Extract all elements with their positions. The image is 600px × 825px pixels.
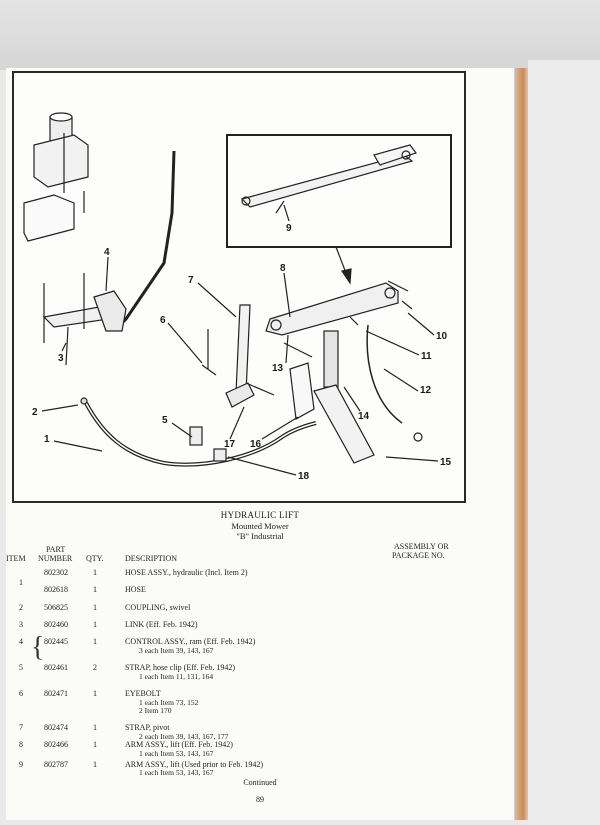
description: CONTROL ASSY., ram (Eff. Feb. 1942): [125, 637, 256, 646]
item-number: 9: [19, 760, 23, 769]
qty: 1: [93, 723, 97, 732]
page-edge: [512, 68, 528, 820]
callout-17: 17: [224, 439, 236, 450]
description: LINK (Eff. Feb. 1942): [125, 620, 198, 629]
header-part-2: NUMBER: [38, 554, 73, 563]
qty: 1: [93, 740, 97, 749]
sub-description: 1 each Item 53, 143, 167: [139, 768, 214, 777]
qty: 1: [93, 585, 97, 594]
callout-16: 16: [250, 439, 262, 450]
qty: 1: [93, 568, 97, 577]
callout-11: 11: [421, 351, 432, 362]
header-assembly-1: ASSEMBLY OR: [394, 542, 449, 551]
manual-page: 1 2 3 4 5 6 7 8 9 10 11 12 13 14 15 16 1…: [6, 68, 514, 820]
sub-description: 1 each Item 73, 152: [139, 698, 199, 707]
callout-18: 18: [298, 471, 310, 482]
item-number: 2: [19, 603, 23, 612]
qty: 1: [93, 689, 97, 698]
callout-12: 12: [420, 385, 432, 396]
part-number: 506825: [44, 603, 68, 612]
parts-diagram: 1 2 3 4 5 6 7 8 9 10 11 12 13 14 15 16 1…: [12, 71, 466, 503]
continued-note: Continued: [243, 778, 277, 787]
part-number: 802474: [44, 723, 68, 732]
figure-subtitle-2: "B" Industrial: [236, 531, 284, 541]
sub-description: 3 each Item 39, 143, 167: [139, 646, 214, 655]
hydraulic-lift-drawing: [23, 112, 452, 476]
page-number: 89: [256, 795, 264, 804]
item-number: 5: [19, 663, 23, 672]
header-part-1: PART: [46, 545, 66, 554]
figure-subtitle: Mounted Mower: [231, 521, 289, 531]
item-number: 8: [19, 740, 23, 749]
description: HOSE ASSY., hydraulic (Incl. Item 2): [125, 568, 248, 577]
description: COUPLING, swivel: [125, 603, 191, 612]
description: STRAP, pivot: [125, 723, 170, 732]
part-number: 802445: [44, 637, 68, 646]
item-number: 6: [19, 689, 23, 698]
description: STRAP, hose clip (Eff. Feb. 1942): [125, 663, 236, 672]
item-number: 1: [19, 578, 23, 587]
description: ARM ASSY., lift (Used prior to Feb. 1942…: [125, 760, 264, 769]
qty: 1: [93, 620, 97, 629]
part-number: 802302: [44, 568, 68, 577]
scan-background: [0, 0, 600, 70]
description: ARM ASSY., lift (Eff. Feb. 1942): [125, 740, 233, 749]
callout-10: 10: [436, 331, 448, 342]
qty: 1: [93, 637, 97, 646]
description: EYEBOLT: [125, 689, 161, 698]
callout-6: 6: [160, 315, 166, 326]
callout-8: 8: [280, 263, 286, 274]
scan-background-right: [528, 60, 600, 825]
part-number: 802618: [44, 585, 68, 594]
callout-2: 2: [32, 407, 38, 418]
item-number: 7: [19, 723, 23, 732]
callout-4: 4: [104, 247, 110, 258]
header-item: ITEM: [6, 554, 26, 563]
callout-14: 14: [358, 411, 370, 422]
part-number: 802460: [44, 620, 68, 629]
item-number: 3: [19, 620, 23, 629]
callout-5: 5: [162, 415, 168, 426]
sub-description: 1 each Item 53, 143, 167: [139, 749, 214, 758]
qty: 1: [93, 603, 97, 612]
part-number: 802787: [44, 760, 68, 769]
figure-title: HYDRAULIC LIFT: [220, 510, 300, 520]
header-description: DESCRIPTION: [125, 554, 178, 563]
callout-3: 3: [58, 353, 64, 364]
sub-description-2: 2 Item 170: [139, 706, 172, 715]
qty: 2: [93, 663, 97, 672]
part-number: 802471: [44, 689, 68, 698]
description: HOSE: [125, 585, 146, 594]
qty: 1: [93, 760, 97, 769]
header-assembly-2: PACKAGE NO.: [392, 551, 445, 560]
item-1-brace: {: [31, 632, 45, 663]
part-number: 802461: [44, 663, 68, 672]
item-number: 4: [19, 637, 23, 646]
sub-description: 1 each Item 11, 131, 164: [139, 672, 214, 681]
header-qty: QTY.: [86, 554, 104, 563]
sub-description: 2 each Item 39, 143, 167, 177: [139, 732, 229, 741]
callout-15: 15: [440, 457, 452, 468]
callout-7: 7: [188, 275, 194, 286]
part-number: 802466: [44, 740, 68, 749]
callout-9: 9: [286, 223, 292, 234]
callout-1: 1: [44, 434, 50, 445]
callout-13: 13: [272, 363, 284, 374]
